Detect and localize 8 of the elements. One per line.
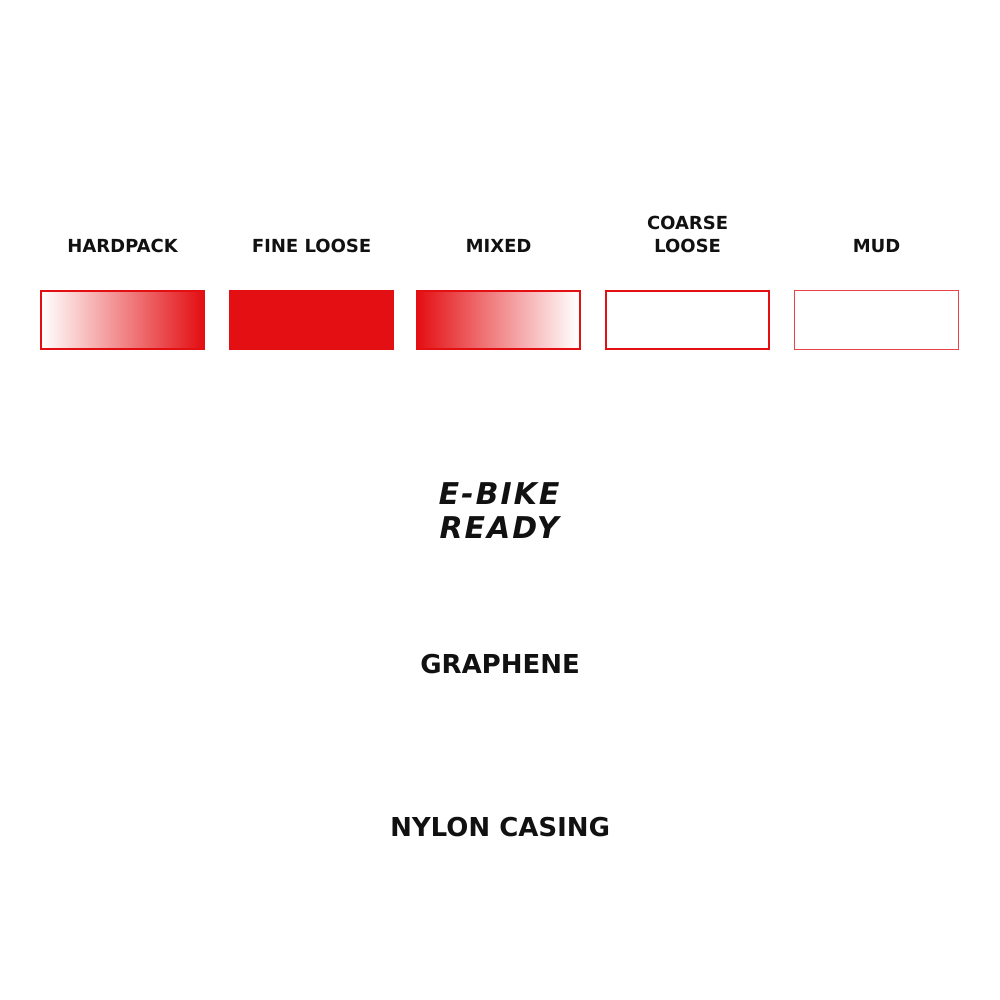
feature-label: NYLON CASING xyxy=(389,813,611,843)
feature-label: GRAPHENE xyxy=(419,650,581,680)
terrain-label: FINE LOOSE xyxy=(252,235,372,258)
terrain-label: MIXED xyxy=(464,235,532,258)
terrain-label: HARDPACK xyxy=(66,235,179,258)
terrain-label: MUD xyxy=(852,235,902,258)
feature-label: E-BIKE READY xyxy=(438,478,562,546)
terrain-label: COARSE LOOSE xyxy=(646,212,730,258)
